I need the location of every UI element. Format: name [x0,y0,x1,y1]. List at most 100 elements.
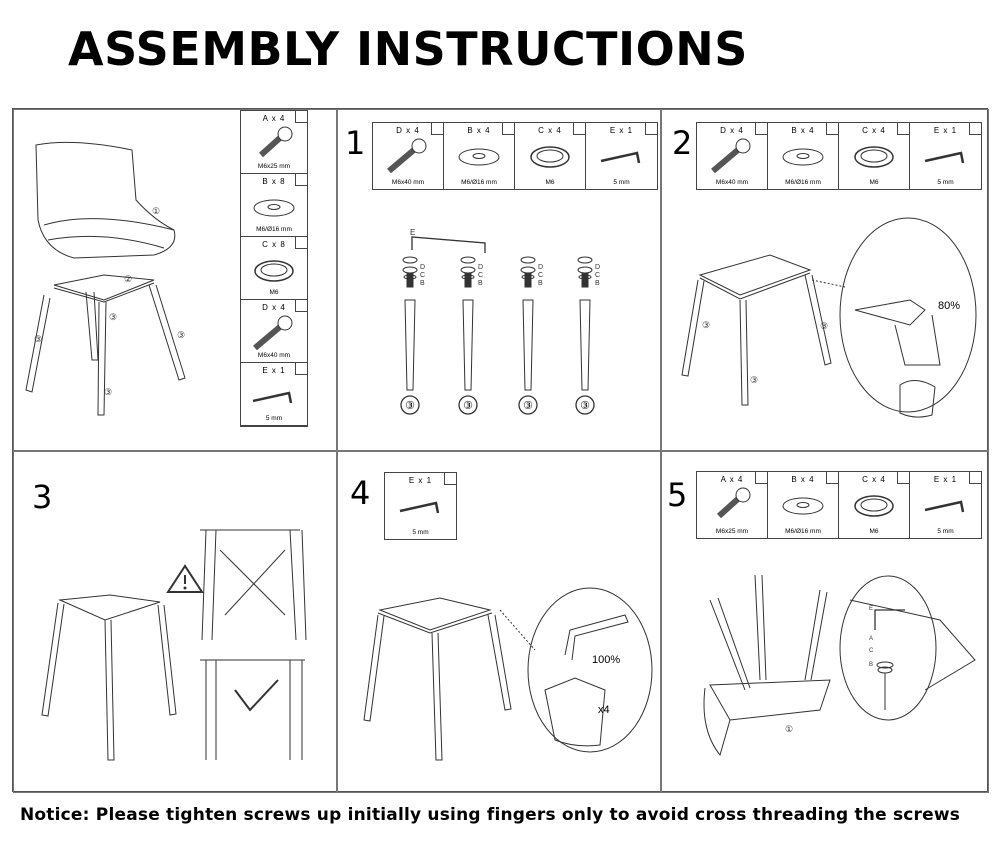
part-card-washer: B x 8 M6/Ø16 mm [241,174,307,237]
checkbox[interactable] [969,472,981,484]
part-quantity: A x 4 [262,114,286,123]
part-quantity: E x 1 [933,126,958,135]
panel-step-4 [337,451,661,793]
panel-step-1 [337,109,661,451]
bolt-long-icon [697,137,767,173]
tighten-percent: 80% [938,300,960,312]
hex-key-icon [910,137,981,173]
part-dimension: M6 [269,289,279,296]
step-number: 4 [350,474,371,512]
callout-seat: ① [152,206,160,216]
checkbox[interactable] [645,123,657,135]
part-quantity: B x 4 [467,126,491,135]
lock-washer-icon [241,251,307,287]
leg-assembly: ③ [575,256,595,415]
notice-text: Notice: Please tighten screws up initial… [20,805,961,825]
part-dimension: M6x25 mm [715,528,749,535]
attach-seat-illustration: ① E A C B [703,574,976,757]
checkbox[interactable] [969,123,981,135]
tighten-percent: 100% [592,654,620,666]
part-quantity: B x 8 [262,177,286,186]
part-letter: B [420,280,425,287]
checkbox[interactable] [573,123,585,135]
part-quantity: B x 4 [791,126,815,135]
part-dimension: M6 [545,179,555,186]
tighten-frame-illustration: 100% x4 [363,587,653,761]
checkbox[interactable] [502,123,514,135]
part-dimension: 5 mm [265,415,283,422]
part-quantity: D x 4 [720,126,744,135]
step-number: 5 [667,476,688,514]
panel-step-3 [13,451,337,793]
checkbox[interactable] [431,123,443,135]
checkbox[interactable] [295,174,307,186]
svg-text:③: ③ [109,312,117,322]
part-quantity: E x 1 [933,475,958,484]
svg-text:③: ③ [702,320,710,330]
part-dimension: 5 mm [937,528,954,535]
part-letter: B [538,280,543,287]
part-dimension: M6 [869,179,879,186]
instruction-grid [12,108,989,793]
part-card-hex-key: E x 1 5 mm [241,363,307,426]
chair-exploded-illustration: ① ② ③ ③ ③ ③ [25,141,186,416]
part-letter: B [595,280,600,287]
checkbox[interactable] [755,123,767,135]
washer-icon [241,188,307,224]
svg-text:③: ③ [463,400,473,412]
checkbox[interactable] [897,123,909,135]
part-card-washer: B x 4 M6/Ø16 mm [768,123,839,189]
svg-text:③: ③ [523,400,533,412]
part-quantity: E x 1 [408,476,433,485]
checkbox[interactable] [826,472,838,484]
part-dimension: M6/Ø16 mm [256,226,292,233]
part-quantity: E x 1 [262,366,286,375]
checkbox[interactable] [444,473,456,485]
svg-text:E: E [410,228,415,237]
svg-text:B: B [869,662,873,668]
leg-assembly: ③ [458,256,478,415]
part-card-bolt-long: D x 4 M6x40 mm [373,123,444,189]
checkbox[interactable] [897,472,909,484]
part-letter: B [478,280,483,287]
bolt-long-icon [241,314,307,350]
step-number: 3 [32,478,53,516]
part-dimension: M6/Ø16 mm [461,179,497,186]
part-letter: C [420,272,425,279]
hex-key-icon [385,487,456,523]
part-dimension: M6x40 mm [391,179,425,186]
quantity-label: x4 [598,704,610,716]
part-dimension: 5 mm [613,179,630,186]
checkbox[interactable] [295,111,307,123]
checkbox[interactable] [295,300,307,312]
part-letter: D [420,264,425,271]
svg-text:E: E [869,606,873,612]
part-quantity: D x 4 [396,126,420,135]
part-dimension: 5 mm [412,529,429,536]
checkbox[interactable] [826,123,838,135]
part-quantity: B x 4 [791,475,815,484]
svg-text:③: ③ [405,400,415,412]
warning-icon [166,564,204,593]
part-dimension: M6/Ø16 mm [785,179,821,186]
lock-washer-icon [515,137,585,173]
checkbox[interactable] [295,363,307,375]
part-letter: C [595,272,600,279]
panel-overview [13,109,337,451]
checkbox[interactable] [755,472,767,484]
leg-assembly: ③ [518,256,538,415]
checkbox[interactable] [295,237,307,249]
bolt-short-icon [697,486,767,522]
rotate-legs-illustration [41,529,307,761]
part-quantity: C x 4 [538,126,562,135]
part-dimension: M6x40 mm [257,352,291,359]
